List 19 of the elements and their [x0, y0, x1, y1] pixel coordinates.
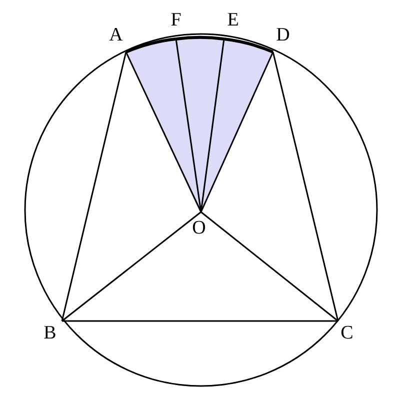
- line-segment: [200, 52, 274, 212]
- line-segment: [272, 52, 339, 322]
- point-label: F: [170, 10, 182, 30]
- point-label: E: [227, 10, 239, 30]
- point-label: D: [276, 26, 290, 44]
- arc: [224, 38, 274, 54]
- arc: [125, 38, 176, 54]
- line-segment: [62, 320, 338, 322]
- line-segment: [200, 211, 338, 322]
- arc: [176, 36, 224, 40]
- point-label: C: [340, 324, 354, 342]
- line-segment: [62, 211, 202, 322]
- point-label: B: [44, 324, 56, 342]
- line-segment: [175, 38, 202, 212]
- line-segment: [200, 38, 225, 212]
- line-segment: [61, 52, 127, 322]
- point-label: O: [192, 218, 206, 238]
- line-segment: [125, 52, 202, 212]
- point-label: A: [109, 26, 123, 44]
